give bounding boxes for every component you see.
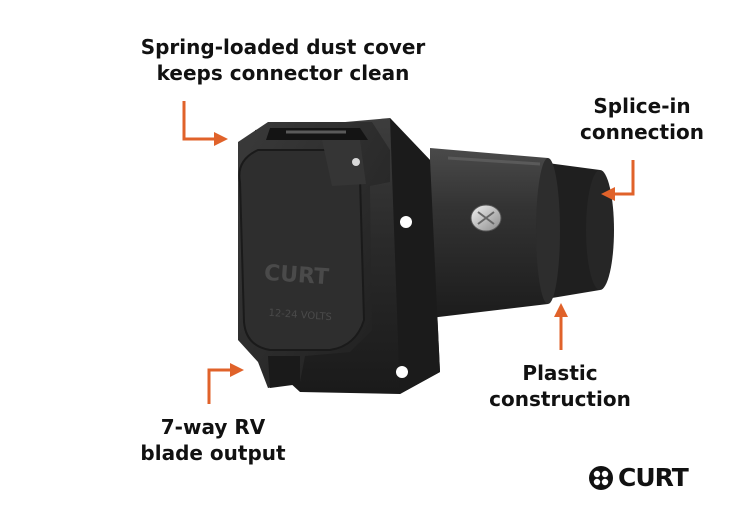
- callout-output-line2: blade output: [140, 441, 286, 465]
- dust-cover: CURT 12-24 VOLTS: [238, 122, 390, 388]
- callout-output: 7-way RV blade output: [128, 414, 298, 466]
- arrow-plastic-icon: [554, 303, 568, 350]
- arrow-output-icon: [207, 363, 244, 404]
- rear-cylinder: [430, 148, 614, 318]
- hinge-pin-icon: [352, 158, 360, 166]
- arrow-dust-cover-icon: [182, 101, 228, 146]
- callout-splice: Splice-in connection: [572, 93, 712, 145]
- callout-plastic: Plastic construction: [480, 360, 640, 412]
- brand-name: CURT: [618, 463, 689, 492]
- callout-dust-cover-line1: Spring-loaded dust cover: [140, 35, 426, 59]
- callout-splice-line1: Splice-in: [593, 94, 691, 118]
- mount-hole-icon: [396, 366, 408, 378]
- callout-splice-line2: connection: [580, 120, 704, 144]
- cover-rating-embossing: 12-24 VOLTS: [268, 308, 332, 323]
- callout-dust-cover: Spring-loaded dust cover keeps connector…: [128, 34, 438, 86]
- mount-hole-icon: [400, 216, 412, 228]
- curt-logo-icon: [589, 466, 613, 490]
- callout-plastic-line1: Plastic: [522, 361, 598, 385]
- brand-logo: CURT: [588, 462, 713, 494]
- arrow-splice-icon: [601, 160, 635, 201]
- terminal-screw-icon: [470, 204, 502, 232]
- callout-plastic-line2: construction: [489, 387, 631, 411]
- callout-output-line1: 7-way RV: [160, 415, 266, 439]
- callout-dust-cover-line2: keeps connector clean: [156, 61, 410, 85]
- cover-brand-embossing: CURT: [263, 261, 330, 290]
